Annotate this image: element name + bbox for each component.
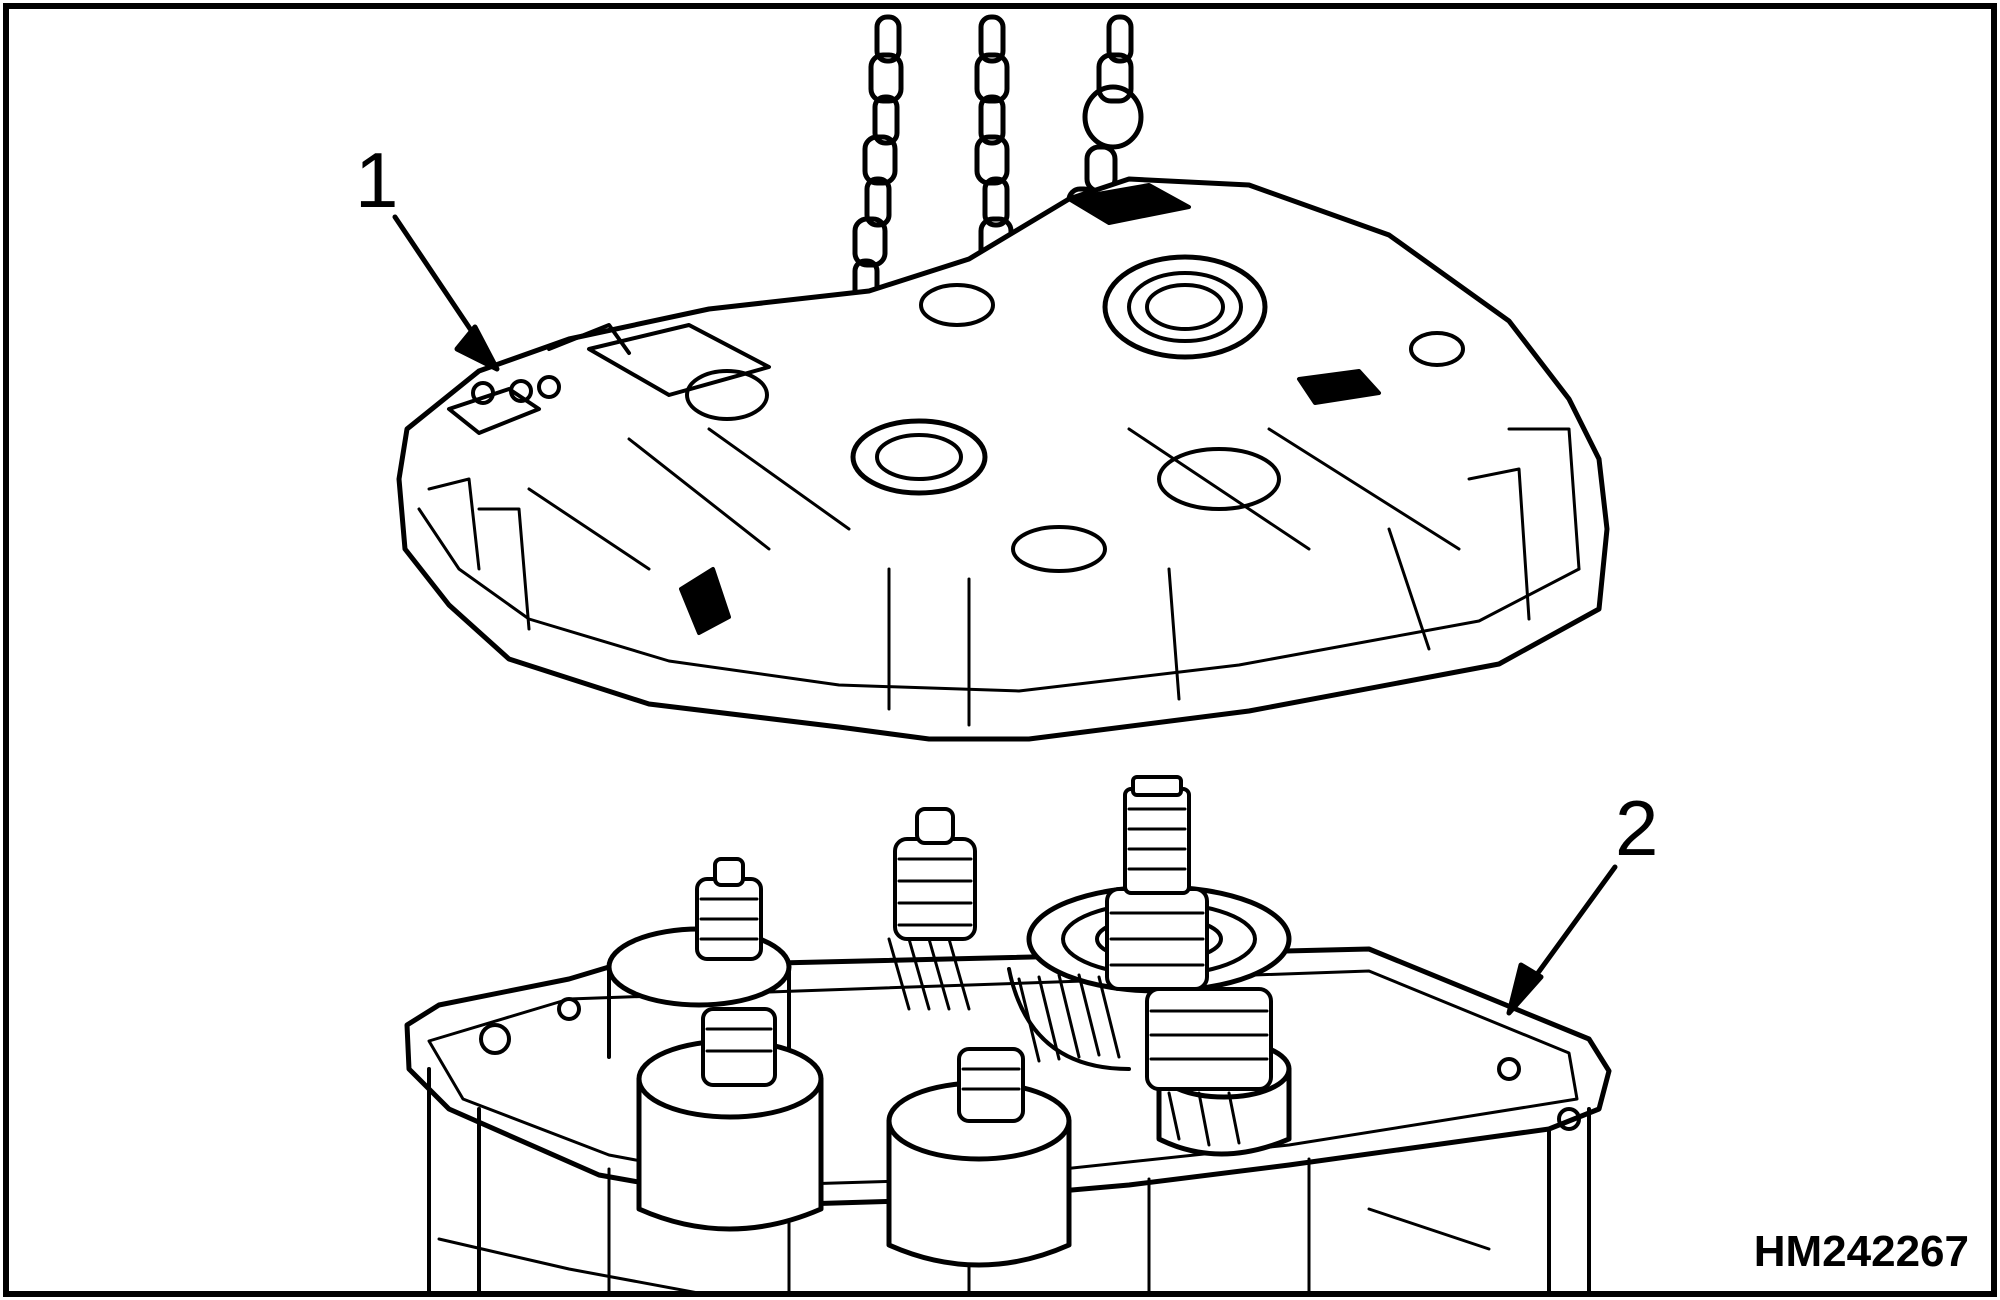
- figure-id: HM242267: [1753, 1227, 1969, 1276]
- splined-hub: [695, 775, 1273, 1147]
- figure-frame: 1 2 HM242267: [3, 3, 1997, 1297]
- callout-label-1: 1: [355, 136, 399, 224]
- transmission-cover: [396, 176, 1610, 742]
- callout-label-2: 2: [1615, 784, 1659, 872]
- callout-arrow-2: [1506, 864, 1618, 1016]
- callout-arrow-1: [392, 214, 500, 372]
- exploded-view-illustration: [392, 14, 1618, 1291]
- helical-gear: [887, 937, 1131, 1071]
- gear-train: [606, 775, 1292, 1268]
